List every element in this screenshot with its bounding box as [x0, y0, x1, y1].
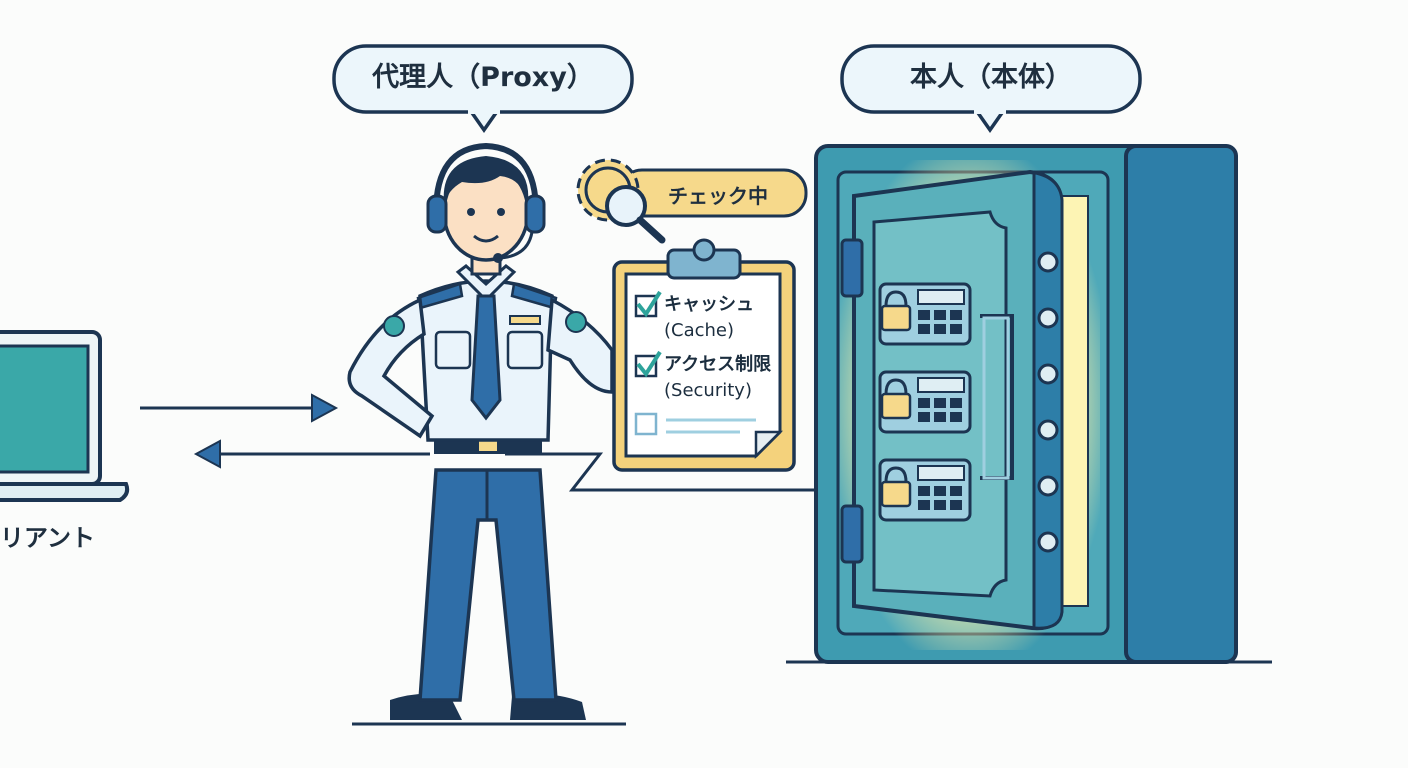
checking-tag-label: チェック中: [668, 184, 768, 208]
proxy-bubble-label: 代理人（Proxy）: [372, 62, 594, 93]
client-label: リアント: [0, 524, 96, 552]
magnifier-icon: [605, 185, 666, 244]
check-mark-1: [636, 290, 662, 318]
checklist-item-1-sub: (Cache): [664, 320, 735, 341]
checklist-item-2-label: アクセス制限: [664, 354, 772, 375]
clipboard-icon: [612, 238, 796, 472]
padlock-icon: [880, 378, 912, 420]
origin-bubble-label: 本人（本体）: [910, 62, 1072, 93]
check-mark-2: [636, 350, 662, 378]
checkbox-3: [634, 412, 658, 436]
checklist-item-2-sub: (Security): [664, 380, 752, 401]
keypad-icon: [917, 377, 965, 422]
padlock-icon: [880, 466, 912, 508]
lock-panel-3: [878, 458, 972, 522]
arrow-left-icon: [193, 439, 430, 469]
lock-panel-1: [878, 282, 972, 346]
laptop-icon: [0, 330, 130, 502]
proxy-speech-bubble: [332, 44, 634, 134]
headset-icon: [426, 142, 546, 263]
keypad-icon: [917, 465, 965, 510]
lock-panel-2: [878, 370, 972, 434]
safe-vault: [786, 144, 1272, 664]
padlock-icon: [880, 290, 912, 332]
keypad-icon: [917, 289, 965, 334]
checklist-item-1-label: キャッシュ: [664, 294, 754, 315]
connector-line: [505, 452, 840, 492]
origin-speech-bubble: [840, 44, 1142, 134]
proxy-person: [347, 142, 626, 726]
arrow-right-icon: [140, 393, 339, 423]
